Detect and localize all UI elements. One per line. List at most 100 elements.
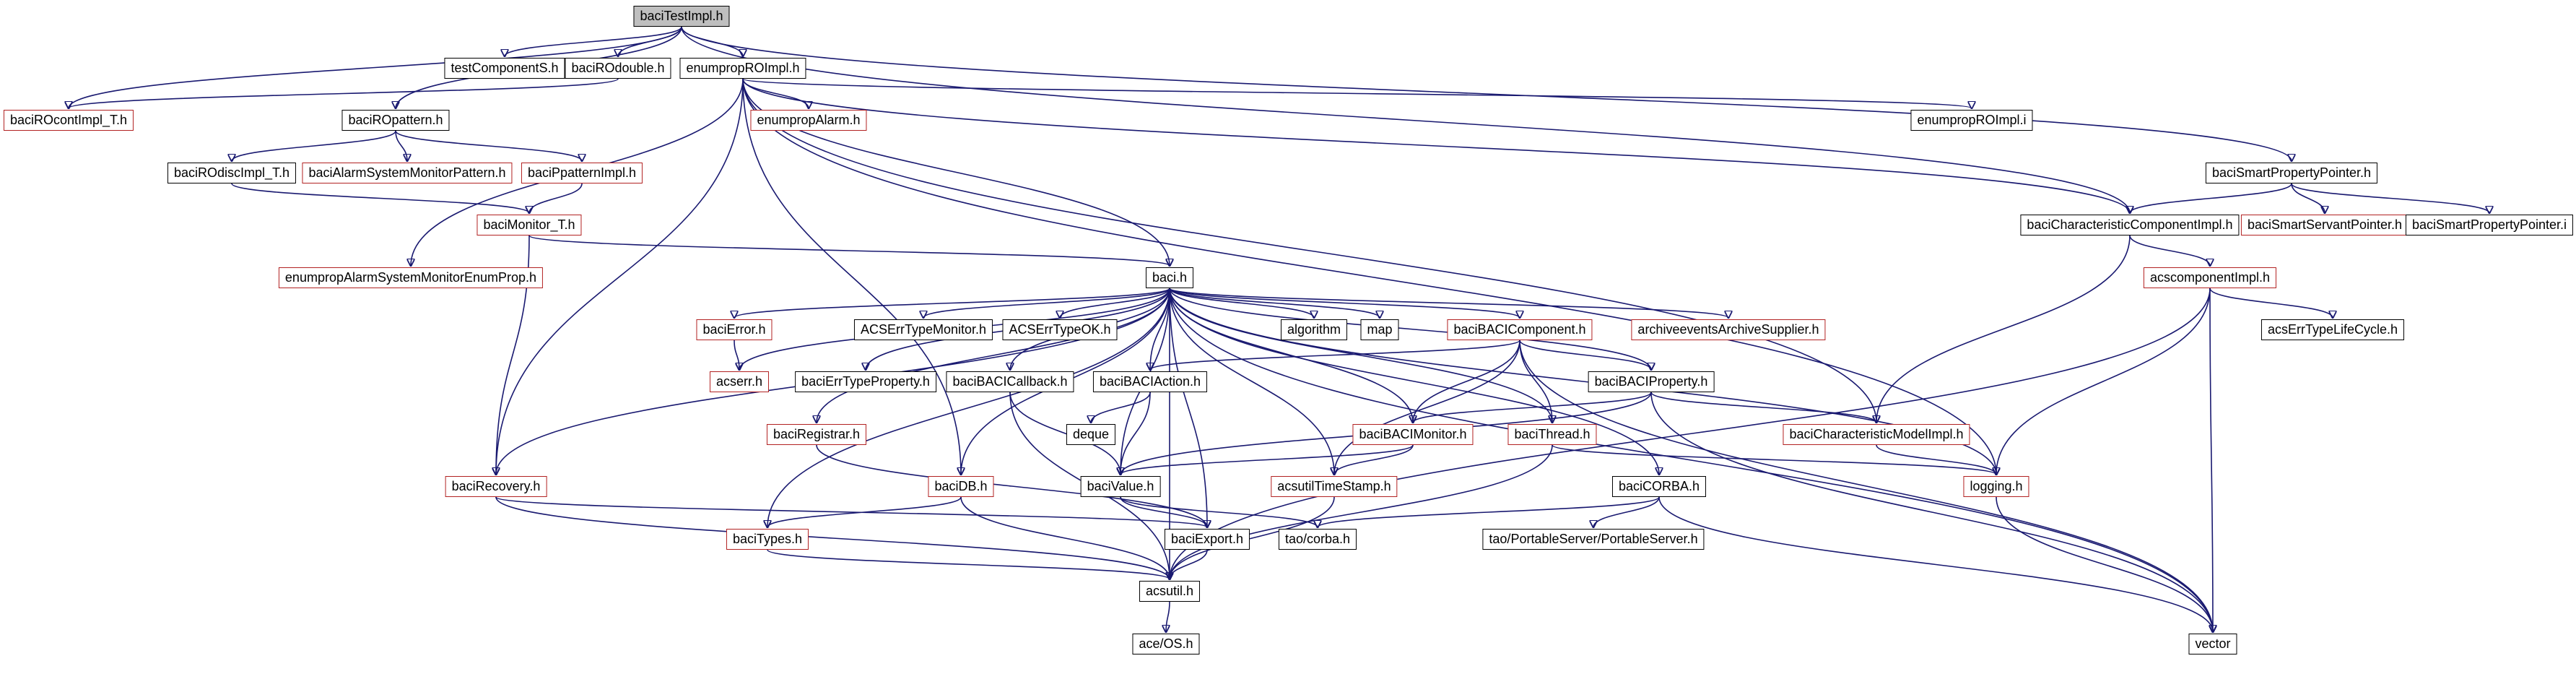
edge-enumpropROImpl.h-to-baciRecovery.h	[496, 78, 744, 475]
graph-node-bacivalue-h[interactable]: baciValue.h	[1080, 476, 1161, 497]
graph-node-vector[interactable]: vector	[2188, 634, 2237, 654]
graph-node-bacismartpropertypointer-h[interactable]: baciSmartPropertyPointer.h	[2205, 163, 2378, 183]
graph-node-tao-portableserver-portableserver-h[interactable]: tao/PortableServer/PortableServer.h	[1482, 529, 1705, 550]
edge-baciCORBA.h-to-vector	[1658, 496, 2213, 632]
edge-baciBACIProperty.h-to-baciBACIMonitor.h	[1413, 392, 1652, 423]
edge-baci.h-to-ACSErrTypeOK.h	[1060, 288, 1170, 318]
graph-node-bacibacicallback-h[interactable]: baciBACICallback.h	[946, 371, 1074, 392]
edge-enumpropROImpl.h-to-baciDB.h	[742, 78, 961, 475]
graph-node-bacitypes-h[interactable]: baciTypes.h	[726, 529, 809, 550]
graph-node-baciregistrar-h[interactable]: baciRegistrar.h	[766, 424, 867, 445]
graph-node-acsutiltimestamp-h[interactable]: acsutilTimeStamp.h	[1271, 476, 1398, 497]
edge-baciRecovery.h-to-baciExport.h	[495, 496, 1207, 527]
edge-baciBACIComponent.h-to-vector	[1519, 340, 2213, 632]
edge-baciSmartPropertyPointer.h-to-baciSmartServantPointer.h	[2291, 183, 2325, 213]
graph-node-bacismartpropertypointer-i[interactable]: baciSmartPropertyPointer.i	[2405, 215, 2574, 236]
graph-node-bacirodouble-h[interactable]: baciROdouble.h	[565, 58, 671, 79]
edge-baciBACIMonitor.h-to-acsutilTimeStamp.h	[1334, 444, 1414, 475]
graph-node-bacimonitor-t-h[interactable]: baciMonitor_T.h	[477, 215, 582, 236]
graph-node-bacierrtypeproperty-h[interactable]: baciErrTypeProperty.h	[795, 371, 936, 392]
graph-node-bacitestimpl-h[interactable]: baciTestImpl.h	[633, 6, 730, 27]
edge-acscomponentImpl.h-to-acsutil.h	[1170, 288, 2211, 579]
graph-node-bacicharacteristicmodelimpl-h[interactable]: baciCharacteristicModelImpl.h	[1783, 424, 1970, 445]
graph-node-bacicorba-h[interactable]: baciCORBA.h	[1611, 476, 1707, 497]
edge-acsutilTimeStamp.h-to-acsutil.h	[1170, 496, 1335, 579]
graph-node-bacialarmsystemmonitorpattern-h[interactable]: baciAlarmSystemMonitorPattern.h	[302, 163, 513, 183]
edge-baciError.h-to-acserr.h	[734, 340, 739, 370]
graph-node-bacibacimonitor-h[interactable]: baciBACIMonitor.h	[1352, 424, 1474, 445]
edge-baciTypes.h-to-acsutil.h	[767, 549, 1170, 579]
edge-baciValue.h-to-tao/corba.h	[1120, 496, 1318, 527]
graph-node-baciexport-h[interactable]: baciExport.h	[1164, 529, 1250, 550]
graph-node-bacirecovery-h[interactable]: baciRecovery.h	[445, 476, 547, 497]
edge-acscomponentImpl.h-to-vector	[2210, 288, 2213, 632]
graph-node-bacidb-h[interactable]: baciDB.h	[928, 476, 994, 497]
graph-node-bacippatternimpl-h[interactable]: baciPpatternImpl.h	[521, 163, 643, 183]
edge-baci.h-to-algorithm	[1169, 288, 1314, 318]
edge-baci.h-to-baciExport.h	[1169, 288, 1207, 527]
edge-baci.h-to-acsutilTimeStamp.h	[1169, 288, 1334, 475]
edge-enumpropROImpl.h-to-enumpropROImpl.i	[742, 78, 1972, 108]
graph-node-bacibaciproperty-h[interactable]: baciBACIProperty.h	[1588, 371, 1715, 392]
graph-node-enumproproimpl-h[interactable]: enumpropROImpl.h	[679, 58, 806, 79]
graph-node-deque[interactable]: deque	[1066, 424, 1116, 445]
graph-node-acserrtypeok-h[interactable]: ACSErrTypeOK.h	[1002, 319, 1118, 340]
graph-node-bacibaciaction-h[interactable]: baciBACIAction.h	[1092, 371, 1208, 392]
graph-node-acsutil-h[interactable]: acsutil.h	[1139, 581, 1201, 602]
graph-node-algorithm[interactable]: algorithm	[1280, 319, 1348, 340]
graph-node-enumpropalarmsystemmonitorenumprop-h[interactable]: enumpropAlarmSystemMonitorEnumProp.h	[278, 267, 544, 288]
edge-enumpropROImpl.h-to-enumpropAlarm.h	[742, 78, 809, 108]
edge-acscomponentImpl.h-to-acsErrTypeLifeCycle.h	[2209, 288, 2333, 318]
edge-baci.h-to-ACSErrTypeMonitor.h	[923, 288, 1170, 318]
graph-node-logging-h[interactable]: logging.h	[1963, 476, 2029, 497]
edge-baci.h-to-map	[1169, 288, 1380, 318]
graph-node-bacicharacteristiccomponentimpl-h[interactable]: baciCharacteristicComponentImpl.h	[2020, 215, 2240, 236]
edge-baci.h-to-baciCORBA.h	[1169, 288, 1659, 475]
edge-baciCORBA.h-to-tao/corba.h	[1318, 496, 1660, 527]
graph-node-bacithread-h[interactable]: baciThread.h	[1507, 424, 1597, 445]
graph-node-tao-corba-h[interactable]: tao/corba.h	[1278, 529, 1357, 550]
edge-baciPpatternImpl.h-to-baciMonitor_T.h	[529, 183, 583, 213]
graph-node-archiveeventsarchivesupplier-h[interactable]: archiveeventsArchiveSupplier.h	[1631, 319, 1826, 340]
graph-node-bacirocontimpl-t-h[interactable]: baciROcontImpl_T.h	[3, 110, 134, 131]
graph-node-acscomponentimpl-h[interactable]: acscomponentImpl.h	[2143, 267, 2277, 288]
edge-baciBACIProperty.h-to-baciCharacteristicModelImpl.h	[1650, 392, 1876, 423]
edge-baci.h-to-baciTypes.h	[767, 288, 1170, 527]
graph-node-bacirodiscimpl-t-h[interactable]: baciROdiscImpl_T.h	[167, 163, 297, 183]
edge-baci.h-to-baciThread.h	[1169, 288, 1552, 423]
edge-baciBACIAction.h-to-baciValue.h	[1121, 392, 1151, 475]
graph-node-map[interactable]: map	[1360, 319, 1399, 340]
edge-baci.h-to-baciRegistrar.h	[817, 288, 1170, 423]
edge-baciTestImpl.h-to-testComponentS.h	[505, 26, 682, 56]
edge-baciBACIAction.h-to-deque	[1091, 392, 1151, 423]
edge-baciMonitor_T.h-to-baci.h	[528, 235, 1170, 266]
edge-baciTestImpl.h-to-baciSmartPropertyPointer.h	[681, 26, 2292, 161]
edge-baciROpattern.h-to-baciPpatternImpl.h	[395, 130, 582, 161]
edge-logging.h-to-vector	[1996, 496, 2213, 632]
edge-acsutil.h-to-ace/OS.h	[1166, 601, 1170, 632]
edge-baciBACIComponent.h-to-baciBACIProperty.h	[1519, 340, 1651, 370]
edge-baciCharacteristicComponentImpl.h-to-baciCharacteristicModelImpl.h	[1876, 235, 2131, 423]
edge-enumpropROImpl.h-to-baci.h	[742, 78, 1170, 266]
graph-node-acserrtypelifecycle-h[interactable]: acsErrTypeLifeCycle.h	[2260, 319, 2405, 340]
graph-node-ace-os-h[interactable]: ace/OS.h	[1132, 634, 1200, 654]
graph-node-enumpropalarm-h[interactable]: enumpropAlarm.h	[750, 110, 867, 131]
edge-baci.h-to-vector	[1169, 288, 2213, 632]
graph-node-baciropattern-h[interactable]: baciROpattern.h	[341, 110, 450, 131]
edge-baciBACIProperty.h-to-vector	[1650, 392, 2213, 632]
edge-baciThread.h-to-acsutil.h	[1170, 444, 1553, 579]
graph-node-testcomponents-h[interactable]: testComponentS.h	[444, 58, 565, 79]
graph-node-bacismartservantpointer-h[interactable]: baciSmartServantPointer.h	[2240, 215, 2409, 236]
edge-baci.h-to-logging.h	[1169, 288, 1996, 475]
edge-baci.h-to-baciError.h	[734, 288, 1170, 318]
graph-node-enumproproimpl-i[interactable]: enumpropROImpl.i	[1910, 110, 2033, 131]
edge-baciThread.h-to-logging.h	[1552, 444, 1996, 475]
edge-acscomponentImpl.h-to-logging.h	[1996, 288, 2211, 475]
graph-node-acserrtypemonitor-h[interactable]: ACSErrTypeMonitor.h	[853, 319, 993, 340]
graph-node-bacierror-h[interactable]: baciError.h	[696, 319, 773, 340]
graph-node-baci-h[interactable]: baci.h	[1145, 267, 1194, 288]
edge-baciDB.h-to-baciTypes.h	[767, 496, 962, 527]
edge-baciValue.h-to-baciExport.h	[1120, 496, 1207, 527]
graph-node-bacibacicomponent-h[interactable]: baciBACIComponent.h	[1447, 319, 1593, 340]
graph-node-acserr-h[interactable]: acserr.h	[709, 371, 770, 392]
